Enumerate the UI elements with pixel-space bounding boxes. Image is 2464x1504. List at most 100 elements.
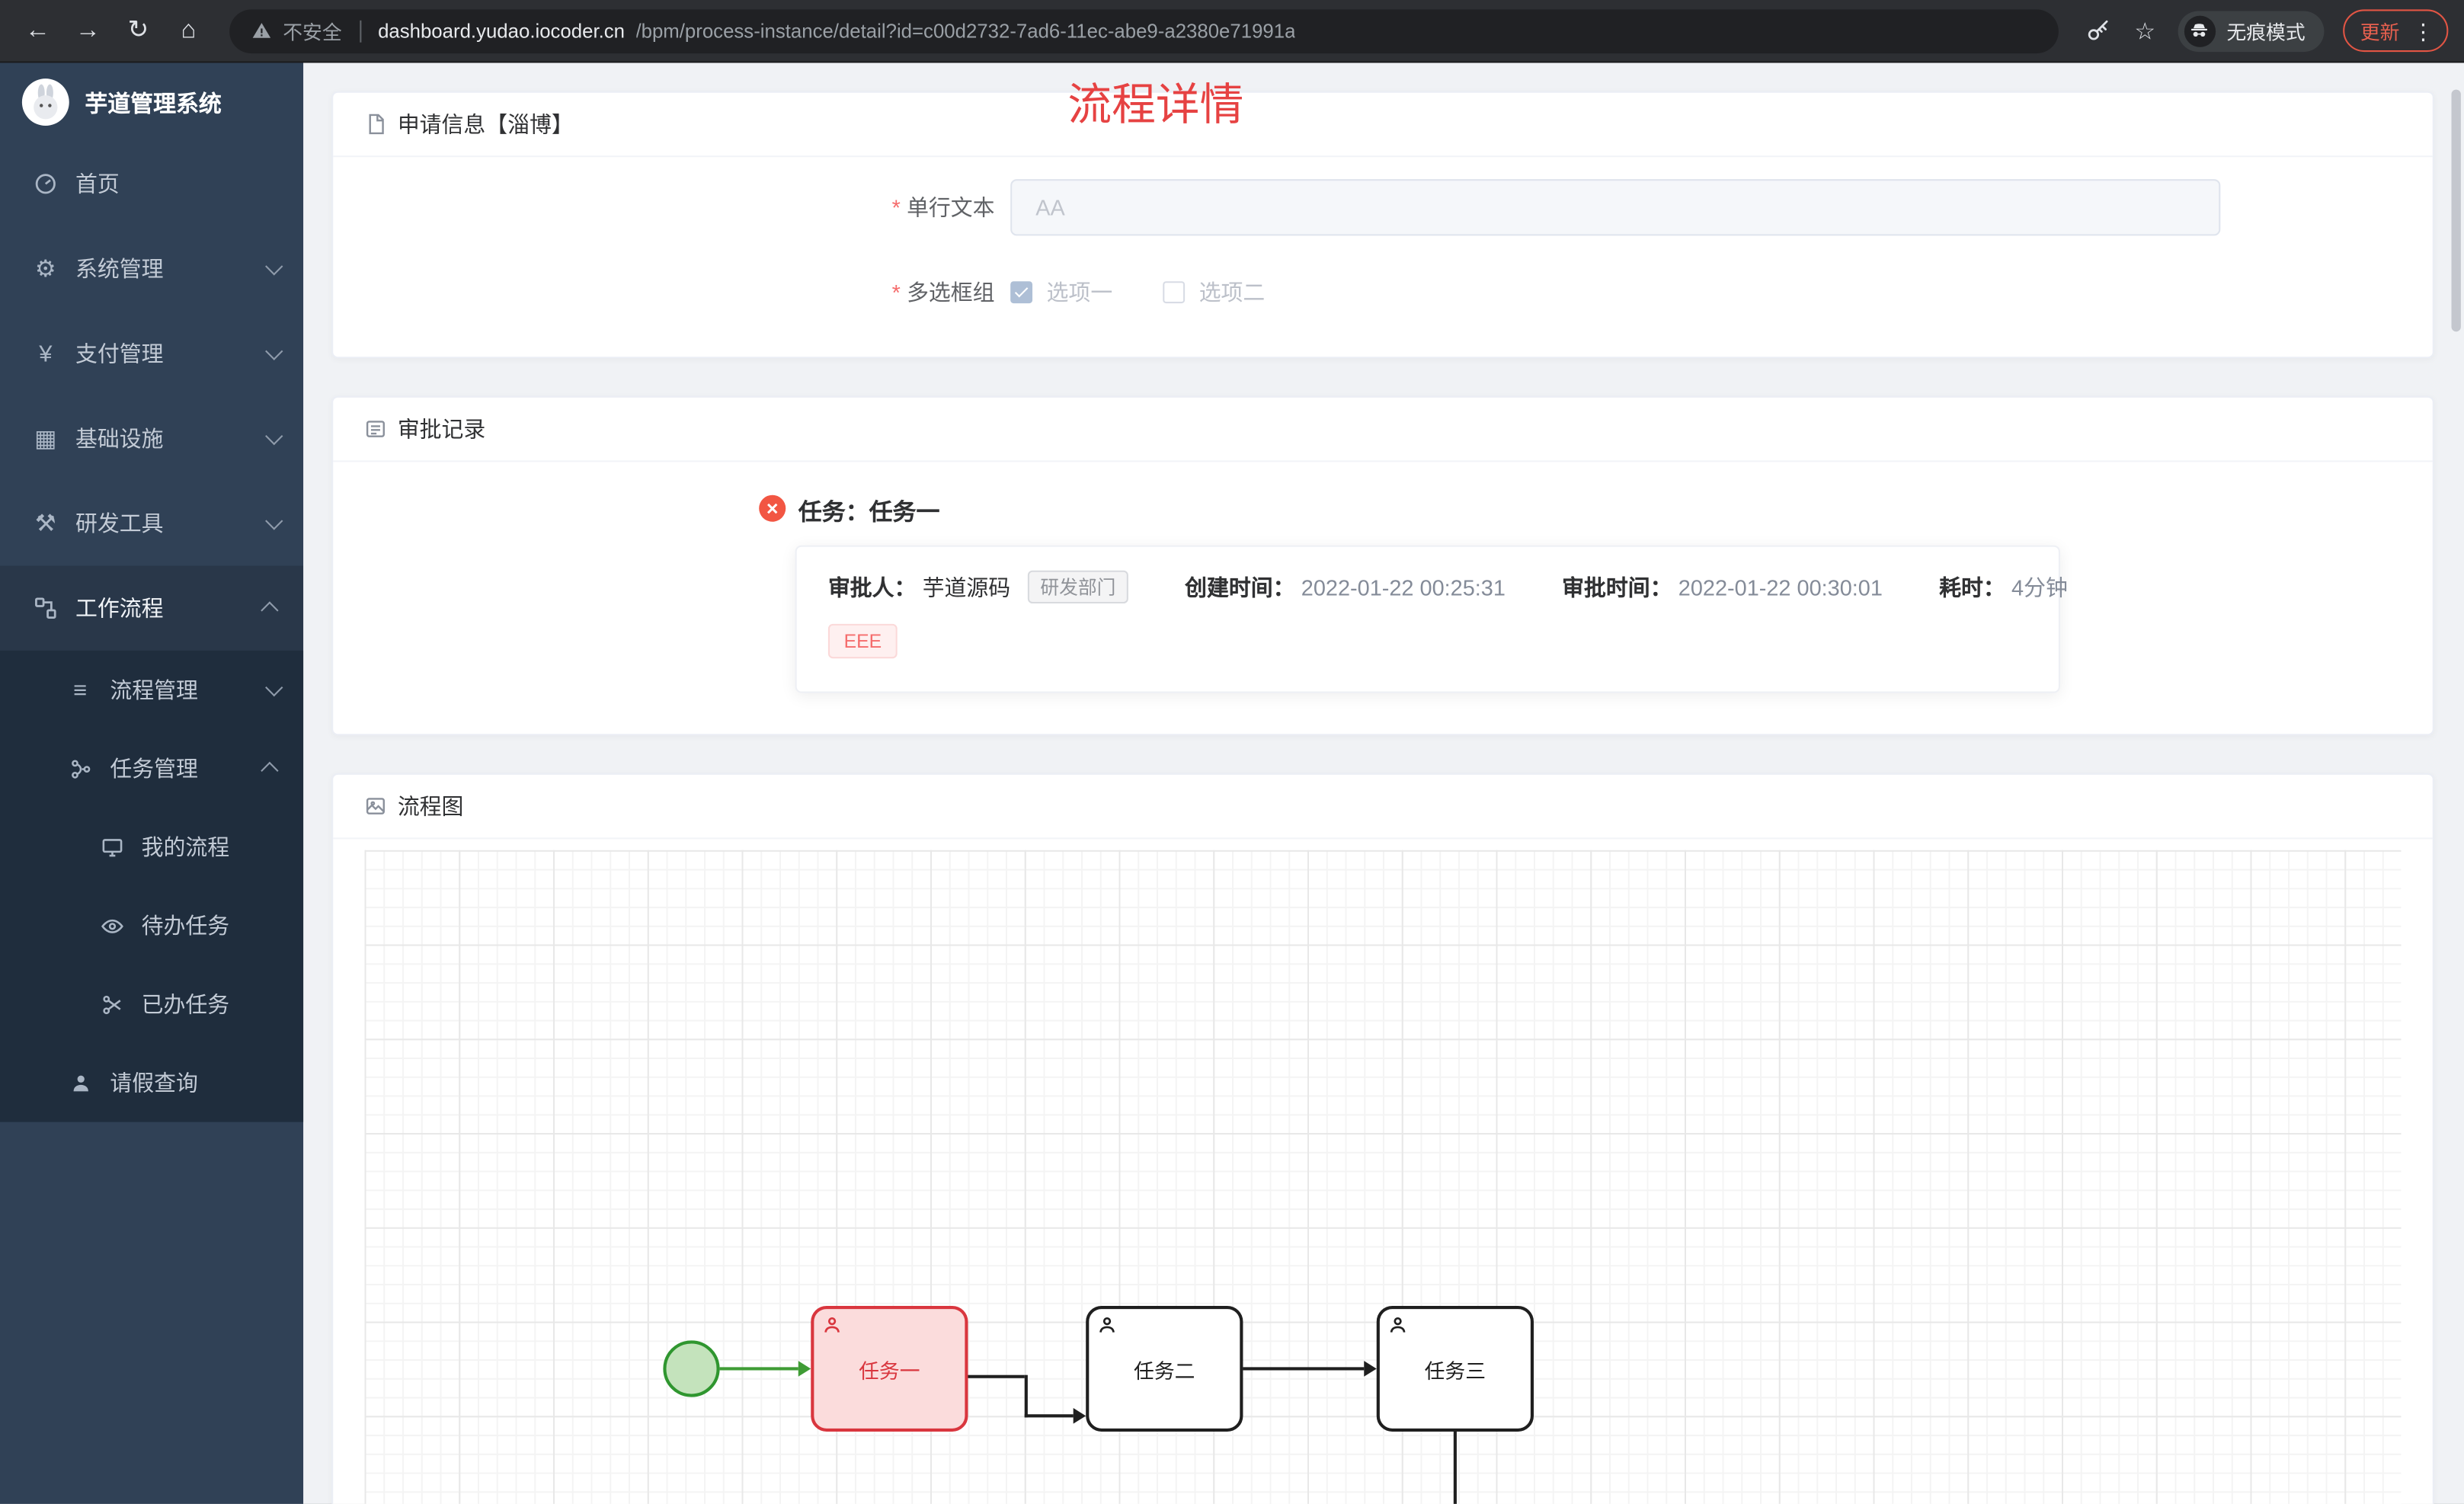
- checkbox-checked-icon: [1010, 281, 1033, 304]
- home-button[interactable]: ⌂: [181, 16, 197, 43]
- chevron-down-icon: [265, 258, 283, 276]
- key-icon[interactable]: [2078, 10, 2119, 51]
- grid-icon: ▦: [34, 425, 57, 453]
- picture-icon: [365, 795, 387, 818]
- monitor-icon: [98, 833, 126, 861]
- chevron-down-icon: [265, 678, 283, 697]
- sidebar-item-home[interactable]: 首页: [0, 142, 303, 226]
- sidebar-item-infrastructure[interactable]: ▦ 基础设施: [0, 396, 303, 481]
- approver-name: 芋道源码: [922, 574, 1011, 600]
- user-task-icon: [822, 1315, 843, 1336]
- address-bar[interactable]: 不安全 dashboard.yudao.iocoder.cn/bpm/proce…: [229, 8, 2059, 53]
- approver-label: 审批人：: [827, 574, 917, 600]
- main-content: 流程详情 申请信息【淄博】 单行文本 多选框组 选项一: [303, 62, 2464, 1504]
- chevron-up-icon: [261, 761, 279, 780]
- url-host: dashboard.yudao.iocoder.cn: [378, 19, 626, 42]
- gear-icon: ⚙: [34, 256, 56, 283]
- task-rejected-icon: ×: [759, 494, 786, 522]
- diagram-card-title: 流程图: [397, 793, 464, 819]
- bpmn-task-2[interactable]: 任务二: [1086, 1305, 1243, 1432]
- application-card-title: 申请信息【淄博】: [397, 111, 574, 137]
- flow-arrowhead: [1364, 1361, 1377, 1377]
- flow-task1-task2: [968, 1374, 1025, 1378]
- sidebar-item-system[interactable]: ⚙ 系统管理: [0, 226, 303, 311]
- single-line-text-input: [1010, 179, 2221, 236]
- bpmn-start-event[interactable]: [663, 1340, 720, 1397]
- user-task-icon: [1097, 1315, 1118, 1336]
- page-title: 流程详情: [1067, 80, 1244, 130]
- scrollbar-thumb[interactable]: [2451, 89, 2461, 332]
- sidebar-item-done-tasks[interactable]: 已办任务: [0, 965, 303, 1043]
- sidebar-item-task-management[interactable]: 任务管理: [0, 729, 303, 808]
- checkbox-unchecked-icon: [1163, 281, 1186, 304]
- bpmn-task-3[interactable]: 任务三: [1376, 1305, 1534, 1432]
- approval-record-item: 审批人： 芋道源码 研发部门 创建时间： 2022-01-22 00:25:31…: [795, 545, 2068, 693]
- user-icon: [66, 1069, 94, 1097]
- flow-arrowhead: [798, 1361, 811, 1377]
- update-label: 更新: [2360, 21, 2400, 44]
- flow-start-to-task1: [719, 1367, 798, 1371]
- scissors-icon: [98, 990, 126, 1018]
- bpmn-canvas[interactable]: 任务一 任务二: [364, 850, 2402, 1504]
- app-title: 芋道管理系统: [85, 91, 222, 117]
- duration-value: 4分钟: [2011, 574, 2068, 600]
- approved-time-label: 审批时间：: [1562, 574, 1672, 600]
- app-logo-row[interactable]: 芋道管理系统: [0, 63, 303, 142]
- sidebar-item-payment[interactable]: ¥ 支付管理: [0, 311, 303, 395]
- back-button[interactable]: ←: [25, 16, 50, 43]
- checkbox-group-label: 多选框组: [803, 277, 1010, 308]
- sidebar-item-workflow[interactable]: 工作流程: [0, 565, 304, 651]
- sidebar-item-leave-query[interactable]: 请假查询: [0, 1044, 303, 1122]
- workflow-submenu: ≡ 流程管理 任务管理 我的流程 待办任务: [0, 650, 304, 1122]
- chevron-down-icon: [265, 512, 283, 530]
- text-field-label: 单行文本: [803, 192, 1010, 223]
- tools-icon: ⚒: [34, 510, 56, 538]
- browser-toolbar: ← → ↻ ⌂ 不安全 dashboard.yudao.iocoder.cn/b…: [0, 0, 2464, 63]
- workflow-icon: [31, 594, 59, 622]
- process-diagram-card: 流程图 任务一: [331, 773, 2434, 1504]
- bpmn-task-1[interactable]: 任务一: [811, 1305, 968, 1432]
- flow-arrowhead: [1073, 1408, 1086, 1424]
- forward-button[interactable]: →: [75, 16, 101, 43]
- sidebar-item-devtools[interactable]: ⚒ 研发工具: [0, 481, 303, 565]
- sidebar-item-my-processes[interactable]: 我的流程: [0, 808, 303, 886]
- not-secure-warning-icon: [251, 21, 272, 41]
- sidebar: 芋道管理系统 首页 ⚙ 系统管理 ¥ 支付管理 ▦ 基础设施 ⚒ 研发工具: [0, 62, 304, 1504]
- created-time-label: 创建时间：: [1185, 574, 1295, 600]
- flow-task1-task2: [1024, 1414, 1074, 1418]
- document-icon: [365, 114, 387, 136]
- chevron-down-icon: [265, 342, 283, 360]
- dashboard-icon: [31, 170, 59, 198]
- approval-records-card: 审批记录 × 任务：任务一 审批人： 芋道源码 研发部门 创建时间： 2022-…: [331, 395, 2434, 736]
- sidebar-item-process-management[interactable]: ≡ 流程管理: [0, 651, 303, 729]
- incognito-spy-icon: [2184, 14, 2216, 46]
- record-icon: [365, 418, 387, 440]
- app-logo-icon: [21, 78, 69, 126]
- task-title: 任务：任务一: [798, 499, 940, 526]
- approved-time-value: 2022-01-22 00:30:01: [1678, 574, 1883, 600]
- eye-icon: [98, 911, 126, 939]
- yen-icon: ¥: [39, 340, 53, 367]
- sidebar-item-pending-tasks[interactable]: 待办任务: [0, 886, 303, 965]
- branch-icon: [66, 754, 94, 782]
- created-time-value: 2022-01-22 00:25:31: [1301, 574, 1506, 600]
- incognito-label: 无痕模式: [2226, 21, 2306, 44]
- duration-label: 耗时：: [1939, 574, 2005, 600]
- checkbox-option-1: 选项一: [1010, 277, 1112, 308]
- flow-task2-task3: [1243, 1367, 1365, 1371]
- security-label: 不安全: [283, 21, 342, 44]
- update-chip[interactable]: 更新 ⋮: [2343, 9, 2449, 53]
- flow-task3-down: [1453, 1431, 1457, 1504]
- refresh-button[interactable]: ↻: [127, 16, 149, 43]
- address-separator: [359, 19, 361, 42]
- chevron-up-icon: [261, 601, 279, 619]
- menu-dots-icon[interactable]: ⋮: [2411, 18, 2434, 43]
- bookmark-star-icon[interactable]: ☆: [2134, 18, 2156, 45]
- user-task-icon: [1387, 1315, 1408, 1336]
- checkbox-option-2: 选项二: [1163, 277, 1265, 308]
- application-info-card: 申请信息【淄博】 单行文本 多选框组 选项一 选项二: [331, 91, 2434, 359]
- chevron-down-icon: [265, 427, 283, 446]
- approval-card-title: 审批记录: [397, 416, 486, 442]
- incognito-chip[interactable]: 无痕模式: [2178, 10, 2325, 52]
